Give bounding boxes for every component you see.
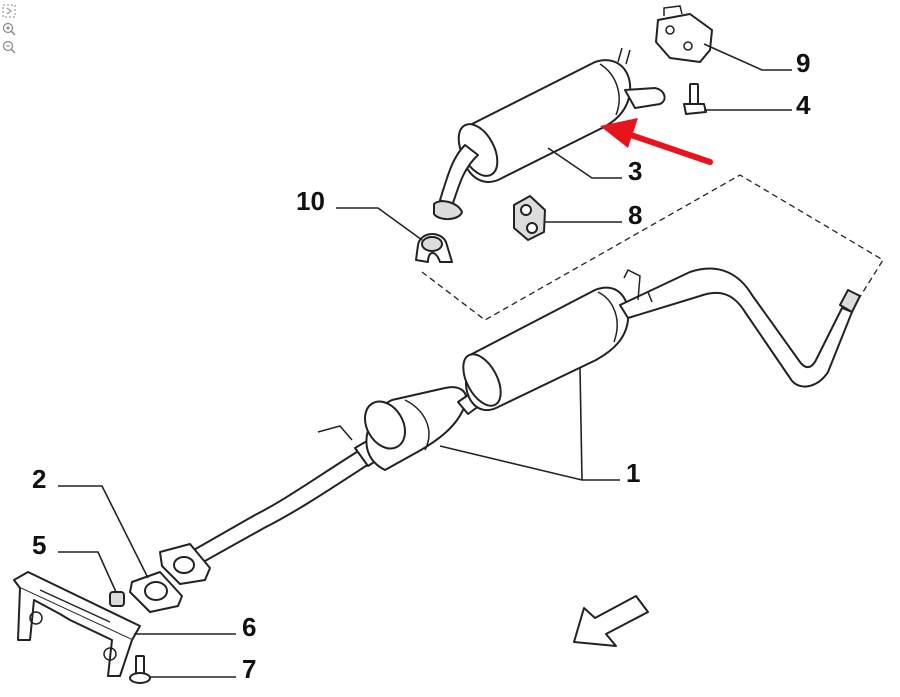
callout-9: 9 xyxy=(796,48,810,78)
zoom-out-icon[interactable] xyxy=(2,40,16,54)
callout-5: 5 xyxy=(32,530,46,560)
rear-bracket[interactable] xyxy=(655,5,713,63)
front-bracket[interactable] xyxy=(13,571,141,677)
leader-lines xyxy=(58,43,792,678)
front-flange xyxy=(159,543,211,585)
screw-part-7[interactable] xyxy=(129,655,151,684)
callout-8: 8 xyxy=(628,200,642,230)
fit-view-icon[interactable] xyxy=(2,4,16,18)
viewer-toolbar xyxy=(2,4,18,58)
bolt-part-4[interactable] xyxy=(683,83,707,115)
callout-4: 4 xyxy=(796,90,811,120)
callout-10: 10 xyxy=(296,186,325,216)
front-direction-arrow xyxy=(573,595,649,647)
rubber-mount[interactable] xyxy=(513,195,546,241)
dashed-group-outline xyxy=(421,174,884,321)
callout-1: 1 xyxy=(626,458,640,488)
rear-silencer[interactable] xyxy=(433,47,666,220)
main-exhaust-assembly[interactable] xyxy=(184,267,861,567)
nut[interactable] xyxy=(109,591,125,607)
gasket[interactable] xyxy=(129,571,183,613)
zoom-in-icon[interactable] xyxy=(2,22,16,36)
pipe-clamp[interactable] xyxy=(415,233,453,263)
highlight-arrow xyxy=(600,118,713,165)
callout-3: 3 xyxy=(628,156,642,186)
callout-6: 6 xyxy=(242,612,256,642)
callout-7: 7 xyxy=(242,654,256,684)
callout-2: 2 xyxy=(32,464,46,494)
